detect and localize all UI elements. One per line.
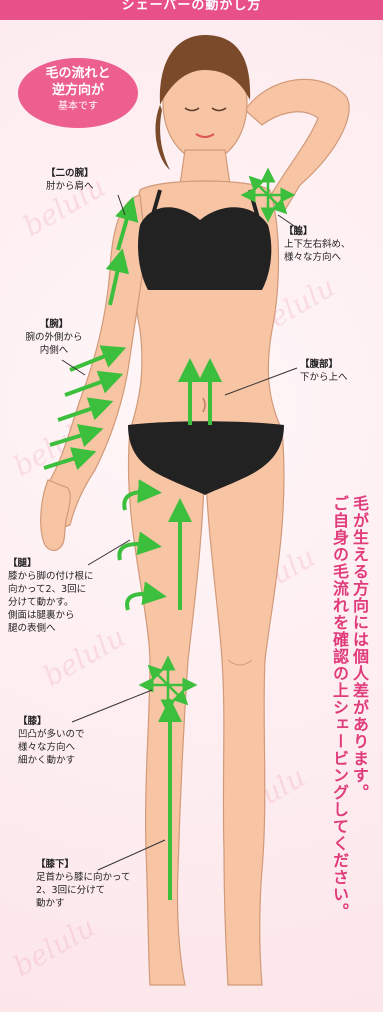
- label-desc: 足首から膝に向かって: [36, 871, 131, 884]
- label-title: 【膝】: [18, 715, 85, 728]
- notice-line2: ご自身の毛流れを確認の上シェービングしてください。: [330, 495, 349, 920]
- basic-rule-badge: 毛の流れと 逆方向が 基本です: [18, 58, 138, 128]
- label-upper-arm: 【二の腕】 肘から肩へ: [46, 167, 94, 193]
- label-desc: 側面は腿裏から: [8, 609, 128, 622]
- label-desc: 動かす: [36, 897, 131, 910]
- label-title: 【膝下】: [36, 858, 131, 871]
- badge-line3: 基本です: [18, 99, 138, 114]
- badge-line2: 逆方向が: [18, 82, 138, 99]
- label-desc: 向かって2、3回に: [8, 583, 128, 596]
- bra: [138, 207, 271, 290]
- label-desc: 上下左右斜め、: [284, 238, 351, 251]
- label-desc: 様々な方向へ: [284, 251, 351, 264]
- badge-line1: 毛の流れと: [18, 65, 138, 82]
- label-arm: 【腕】 腕の外側から 内側へ: [10, 318, 98, 357]
- label-desc: 内側へ: [10, 344, 98, 357]
- label-title: 【腕】: [10, 318, 98, 331]
- label-desc: 細かく動かす: [18, 754, 85, 767]
- label-desc: 腿の表側へ: [8, 622, 128, 635]
- label-desc: 凹凸が多いので: [18, 728, 85, 741]
- label-title: 【脇】: [284, 225, 351, 238]
- left-leg: [128, 430, 205, 985]
- label-desc: 2、3回に分けて: [36, 884, 131, 897]
- hand: [41, 480, 70, 550]
- label-title: 【腹部】: [300, 358, 348, 371]
- label-armpit: 【脇】 上下左右斜め、 様々な方向へ: [284, 225, 351, 264]
- notice-text: 毛が生える方向には個人差があります。 ご自身の毛流れを確認の上シェービングしてく…: [329, 495, 369, 920]
- right-leg: [205, 430, 284, 985]
- label-desc: 腕の外側から: [10, 331, 98, 344]
- notice-line1: 毛が生える方向には個人差があります。: [350, 495, 369, 801]
- label-desc: 分けて動かす。: [8, 596, 128, 609]
- label-desc: 様々な方向へ: [18, 741, 85, 754]
- label-desc: 下から上へ: [300, 371, 348, 384]
- label-abdomen: 【腹部】 下から上へ: [300, 358, 348, 384]
- label-desc: 肘から肩へ: [46, 180, 94, 193]
- label-desc: 膝から脚の付け根に: [8, 570, 128, 583]
- label-knee: 【膝】 凹凸が多いので 様々な方向へ 細かく動かす: [18, 715, 85, 767]
- label-shin: 【膝下】 足首から膝に向かって 2、3回に分けて 動かす: [36, 858, 131, 910]
- neck: [180, 150, 230, 185]
- label-title: 【腿】: [8, 557, 128, 570]
- label-thigh: 【腿】 膝から脚の付け根に 向かって2、3回に 分けて動かす。 側面は腿裏から …: [8, 557, 128, 635]
- label-title: 【二の腕】: [46, 167, 94, 180]
